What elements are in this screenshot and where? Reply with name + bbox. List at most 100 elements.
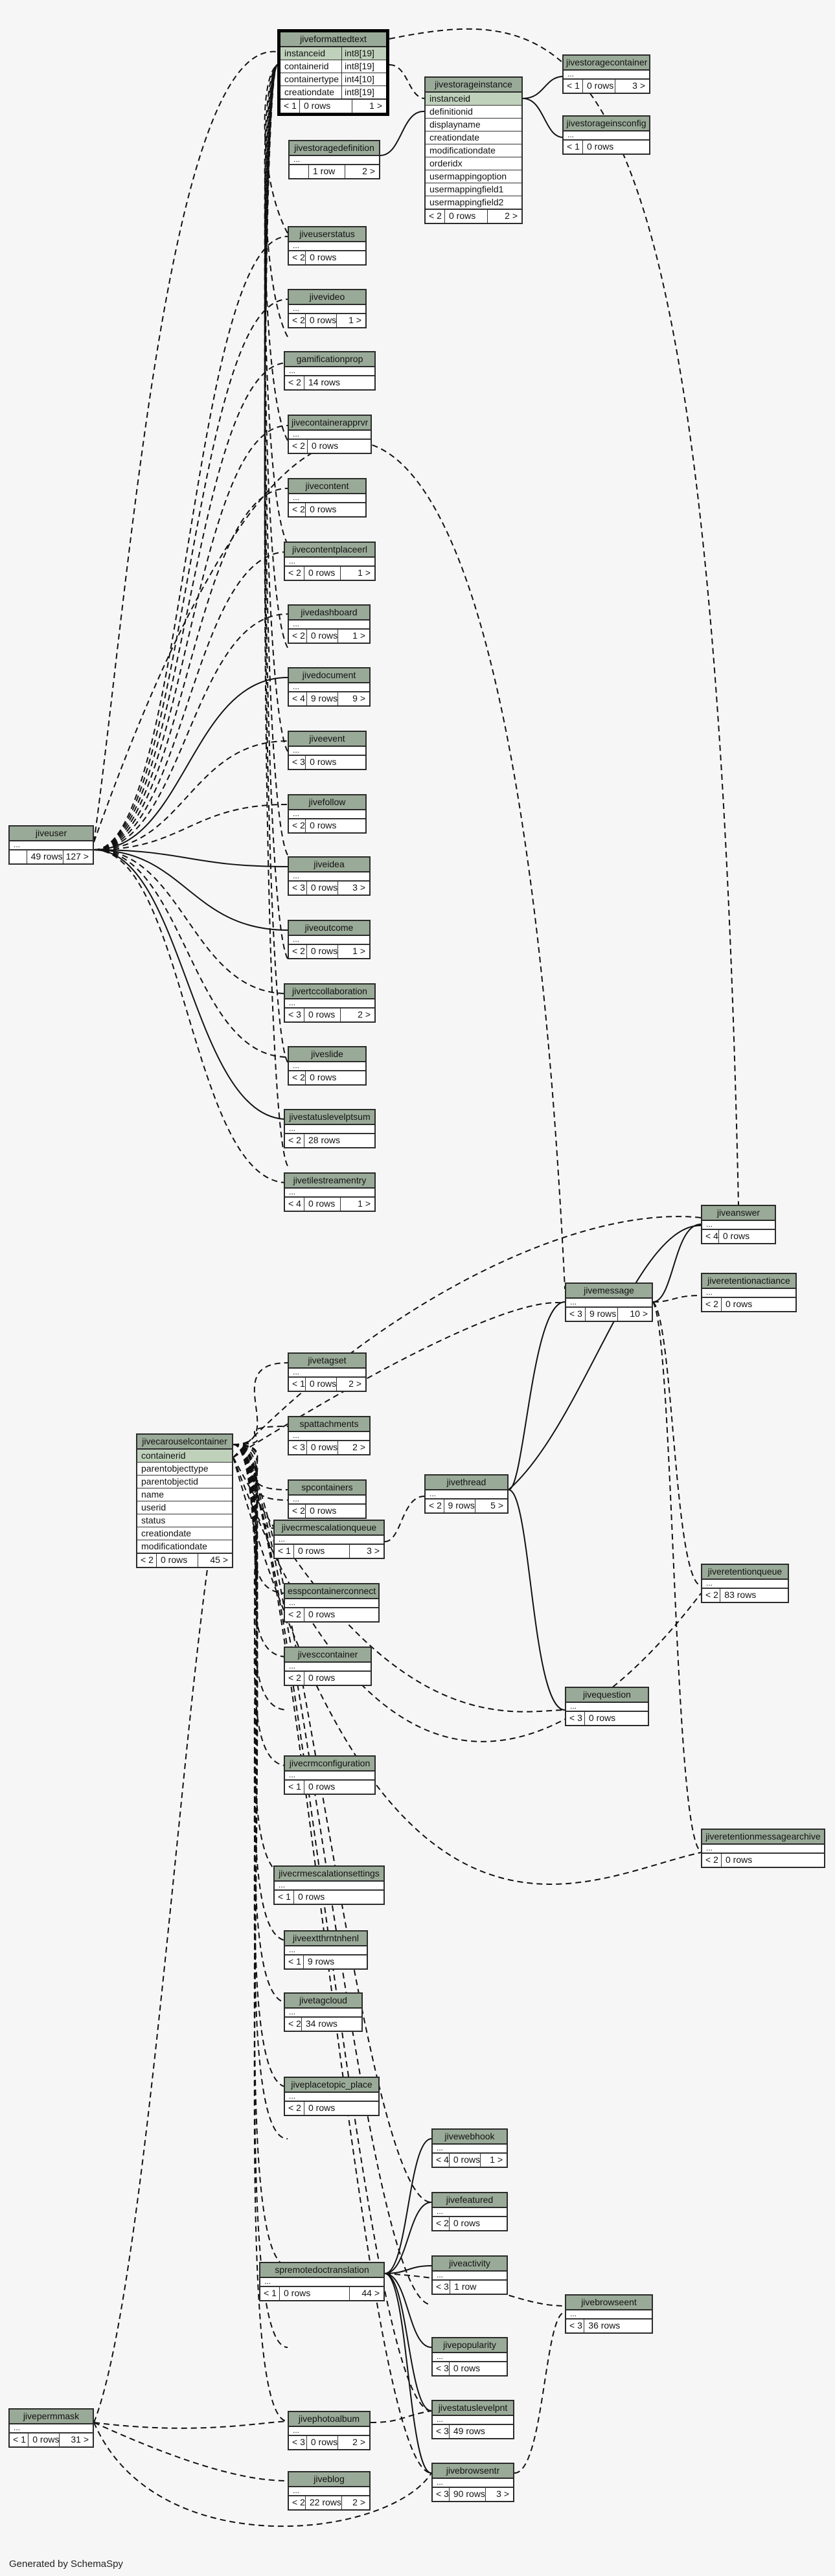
table-header[interactable]: spattachments [289,1417,369,1432]
table-header[interactable]: jivestorageinstance [426,78,521,93]
table-header[interactable]: jivecrmescalationqueue [275,1521,383,1536]
table-header[interactable]: jivecontentplaceerl [285,543,374,558]
table-header[interactable]: jivesccontainer [285,1648,371,1663]
table-header[interactable]: jiveoutcome [289,921,369,936]
table-header[interactable]: jiveplacetopic_place [285,2078,378,2093]
table-header[interactable]: jivestoragecontainer [564,56,649,71]
table-header[interactable]: jivethread [426,1476,507,1490]
table-header[interactable]: spcontainers [289,1481,365,1496]
table-header[interactable]: jiveformattedtext [280,32,386,47]
table-header[interactable]: jiveextthrntnhenl [285,1932,367,1946]
table-header[interactable]: jiveretentionmessagearchive [702,1830,824,1845]
table-header[interactable]: jivedashboard [289,606,369,621]
table-header[interactable]: jivebrowseent [566,2296,652,2310]
table-header[interactable]: jivefollow [289,795,365,810]
table-header[interactable]: jivecrmescalationsettings [275,1867,383,1882]
table-header[interactable]: jiveretentionqueue [702,1565,788,1580]
table-header[interactable]: jivetilestreamentry [285,1174,374,1189]
table-header[interactable]: jivefeatured [433,2193,507,2208]
table-header[interactable]: jivestatuslevelptsum [285,1110,374,1125]
table-header[interactable]: jiveevent [289,732,365,747]
table-jivecarouselcontainer[interactable]: jivecarouselcontainer containerid parent… [136,1433,233,1568]
table-header[interactable]: jivertccollaboration [285,985,374,999]
table-header[interactable]: esspcontainerconnect [285,1584,378,1599]
table-header[interactable]: jiveretentionactiance [702,1274,795,1289]
table-header[interactable]: jivemessage [566,1284,652,1299]
table-header[interactable]: spremotedoctranslation [260,2263,383,2278]
table-header[interactable]: jiveactivity [433,2257,507,2272]
table-jivestorageinstance[interactable]: jivestorageinstance instanceid definitio… [424,76,523,224]
table-header[interactable]: jiveuserstatus [289,227,365,242]
table-header[interactable]: jivedocument [289,668,369,683]
table-header[interactable]: jivebrowsentr [433,2464,513,2479]
table-header[interactable]: gamificationprop [285,352,374,367]
table-header[interactable]: jivewebhook [433,2130,507,2145]
table-header[interactable]: jivecontent [289,479,365,494]
table-header[interactable]: jivecarouselcontainer [137,1435,232,1450]
table-header[interactable]: jivevideo [289,290,365,305]
table-header[interactable]: jivecontainerapprvr [289,416,371,431]
table-header[interactable]: jivepermmask [10,2410,93,2424]
table-header[interactable]: jiveanswer [702,1206,775,1221]
table-header[interactable]: jivetagset [289,1354,365,1369]
table-header[interactable]: jiveblog [289,2472,369,2487]
table-header[interactable]: jivequestion [566,1688,648,1703]
table-header[interactable]: jivetagcloud [285,1994,361,2009]
table-header[interactable]: jivestatuslevelpnt [433,2401,513,2416]
table-header[interactable]: jivecrmconfiguration [285,1757,374,1772]
table-header[interactable]: jivepopularity [433,2338,507,2353]
table-header[interactable]: jiveuser [10,826,93,841]
table-header[interactable]: jiveidea [289,858,369,872]
table-header[interactable]: jivephotoalbum [289,2412,369,2427]
table-header[interactable]: jivestoragedefinition [290,141,379,156]
table-header[interactable]: jivestorageinsconfig [564,117,649,131]
